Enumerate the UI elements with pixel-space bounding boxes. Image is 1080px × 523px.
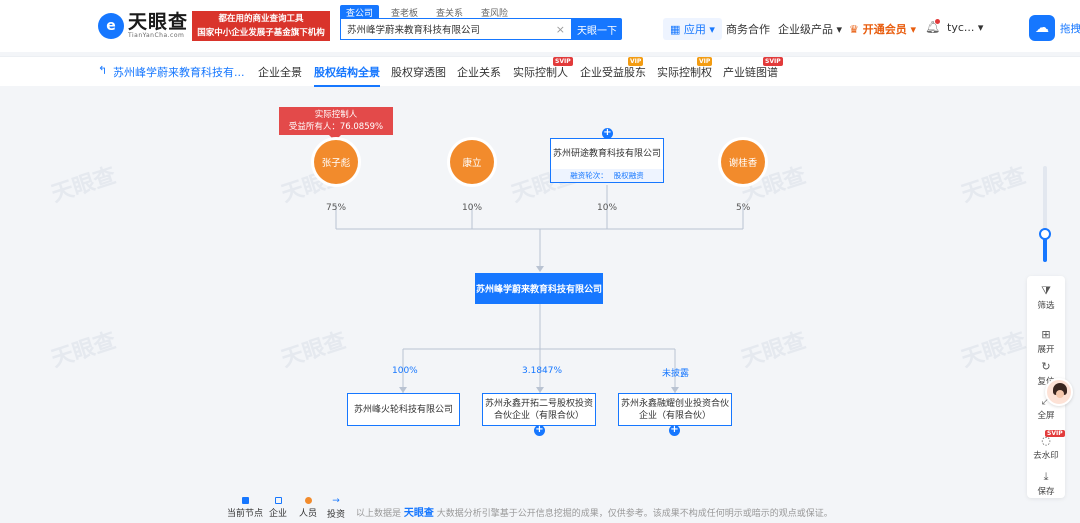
tab-search-risk[interactable]: 查风险 xyxy=(481,9,509,19)
tab-actual-controller[interactable]: 实际控制人 SVIP xyxy=(513,57,573,79)
logo-text: 天眼查 xyxy=(128,11,189,33)
chevron-down-icon: ▾ xyxy=(906,23,917,36)
app-download-label[interactable]: 拖拽至 xyxy=(1060,23,1080,35)
investment-percentage: 未披露 xyxy=(662,369,690,379)
vip-badge: VIP xyxy=(697,57,713,66)
crown-icon: ♛ xyxy=(849,23,863,36)
clear-icon[interactable]: × xyxy=(555,22,565,36)
equity-graph-canvas[interactable]: 天眼查 天眼查 天眼查 天眼查 天眼查 天眼查 天眼查 天眼查 天眼查 实际控制… xyxy=(0,87,1080,497)
investment-percentage: 100% xyxy=(392,366,418,376)
tab-enterprise-relations[interactable]: 企业关系 xyxy=(457,66,501,79)
connector-lines xyxy=(335,185,744,393)
fullscreen-icon: ⤢ xyxy=(1041,394,1051,407)
apps-menu[interactable]: ▦ 应用 ▾ xyxy=(663,18,722,40)
expand-icon: ⊞ xyxy=(1041,328,1051,341)
slogan-banner: 都在用的商业查询工具 国家中小企业发展子基金旗下机构 xyxy=(192,11,330,41)
legend-current-node: 当前节点 xyxy=(227,497,263,519)
grid-icon: ▦ xyxy=(670,22,684,36)
current-company-node[interactable]: 苏州峰学蔚来教育科技有限公司 xyxy=(475,273,603,304)
expand-plus-icon[interactable]: + xyxy=(602,127,613,139)
footer-logo: 天眼查 xyxy=(403,508,434,519)
investment-percentage: 3.1847% xyxy=(522,366,563,376)
investment-company-node[interactable]: 苏州永鑫开拓二号股权投资 合伙企业（有限合伙） xyxy=(482,393,596,426)
nav-enterprise-products[interactable]: 企业级产品 ▾ xyxy=(778,23,843,36)
svip-badge: SVIP xyxy=(763,57,783,66)
tab-industry-chain[interactable]: 产业链图谱 SVIP xyxy=(723,57,783,79)
expand-plus-icon[interactable]: + xyxy=(669,424,680,436)
svip-badge: SVIP xyxy=(1045,430,1065,437)
remove-watermark-tool[interactable]: SVIP ◌ 去水印 xyxy=(1027,430,1065,461)
notification-dot xyxy=(935,19,940,24)
share-percentage: 75% xyxy=(326,203,347,213)
shareholder-person-node[interactable]: 张子彪 xyxy=(314,140,358,184)
actual-controller-tag: 实际控制人 受益所有人：76.0859% xyxy=(279,107,393,141)
cloud-app-icon[interactable]: ☁︎ xyxy=(1029,15,1055,41)
share-percentage: 10% xyxy=(462,203,483,213)
share-percentage: 5% xyxy=(736,203,751,213)
chevron-down-icon: ▾ xyxy=(705,22,715,36)
reset-tool[interactable]: ↻ 复位 xyxy=(1027,360,1065,387)
shareholder-person-node[interactable]: 谢桂香 xyxy=(721,140,765,184)
fullscreen-tool[interactable]: ⤢ 全屏 xyxy=(1027,394,1065,421)
tab-search-boss[interactable]: 查老板 xyxy=(391,9,419,19)
zoom-slider-track[interactable] xyxy=(1043,166,1047,262)
nav-vip[interactable]: ♛ 开通会员 ▾ xyxy=(849,23,917,36)
nav-business[interactable]: 商务合作 xyxy=(726,23,770,36)
logo-mark-icon: e xyxy=(98,12,124,39)
sub-navigation: ↰ 苏州峰学蔚来教育科技有... 企业全景 股权结构全景 股权穿透图 企业关系 … xyxy=(0,56,1080,87)
legend-invest: → 投资 xyxy=(327,496,346,521)
data-disclaimer: 以上数据是 天眼查 大数据分析引擎基于公开信息挖掘的成果，仅供参考。该成果不构成… xyxy=(356,508,833,519)
funnel-icon: ⧩ xyxy=(1041,284,1051,297)
tab-enterprise-overview[interactable]: 企业全景 xyxy=(258,66,302,79)
expand-plus-icon[interactable]: + xyxy=(534,424,545,436)
current-company-link[interactable]: 苏州峰学蔚来教育科技有... xyxy=(113,66,245,79)
svip-badge: SVIP xyxy=(553,57,573,66)
chevron-down-icon: ▾ xyxy=(833,23,843,36)
back-icon[interactable]: ↰ xyxy=(98,64,108,77)
search-input[interactable] xyxy=(341,23,541,35)
share-percentage: 10% xyxy=(597,203,618,213)
tab-equity-structure[interactable]: 股权结构全景 xyxy=(314,66,380,87)
vip-badge: VIP xyxy=(628,57,644,66)
tab-equity-penetration[interactable]: 股权穿透图 xyxy=(391,66,446,79)
user-menu[interactable]: tyc... ▾ xyxy=(947,21,984,34)
search-box: × xyxy=(340,18,572,40)
search-type-tabs: 查公司 查老板 查关系 查风险 xyxy=(340,5,520,20)
tab-beneficial-shareholders[interactable]: 企业受益股东 VIP xyxy=(580,57,646,79)
tab-search-company[interactable]: 查公司 xyxy=(340,5,380,20)
logo-domain: TianYanCha.com xyxy=(128,32,185,39)
save-tool[interactable]: ⤓ 保存 xyxy=(1027,470,1065,497)
top-header: e 天眼查 TianYanCha.com 都在用的商业查询工具 国家中小企业发展… xyxy=(0,0,1080,52)
legend-person: 人员 xyxy=(299,497,317,519)
shareholder-person-node[interactable]: 康立 xyxy=(450,140,494,184)
tab-actual-control-right[interactable]: 实际控制权 VIP xyxy=(657,57,713,79)
arrow-right-icon: → xyxy=(332,496,340,506)
tianyancha-logo[interactable]: e 天眼查 TianYanCha.com xyxy=(98,12,188,39)
shareholder-company-node[interactable]: 苏州研途教育科技有限公司 融资轮次：股权融资 xyxy=(550,138,664,183)
download-icon: ⤓ xyxy=(1043,470,1049,483)
filter-tool[interactable]: ⧩ 筛选 xyxy=(1027,284,1065,311)
square-outline-icon xyxy=(274,497,282,504)
assistant-avatar[interactable] xyxy=(1045,378,1073,406)
investment-company-node[interactable]: 苏州永鑫融耀创业投资合伙 企业（有限合伙） xyxy=(618,393,732,426)
tab-search-relation[interactable]: 查关系 xyxy=(436,9,464,19)
chevron-down-icon: ▾ xyxy=(974,21,984,34)
expand-tool[interactable]: ⊞ 展开 xyxy=(1027,328,1065,355)
search-button[interactable]: 天眼一下 xyxy=(572,18,622,40)
watermark-icon: ◌ xyxy=(1041,434,1051,447)
square-icon xyxy=(241,497,249,504)
financing-round: 融资轮次：股权融资 xyxy=(551,169,663,182)
zoom-slider-handle[interactable] xyxy=(1039,228,1051,240)
refresh-icon: ↻ xyxy=(1041,360,1051,373)
investment-company-node[interactable]: 苏州峰火轮科技有限公司 xyxy=(347,393,460,426)
circle-icon xyxy=(304,497,312,504)
zoom-slider-fill xyxy=(1043,234,1047,262)
legend-company: 企业 xyxy=(269,497,287,519)
